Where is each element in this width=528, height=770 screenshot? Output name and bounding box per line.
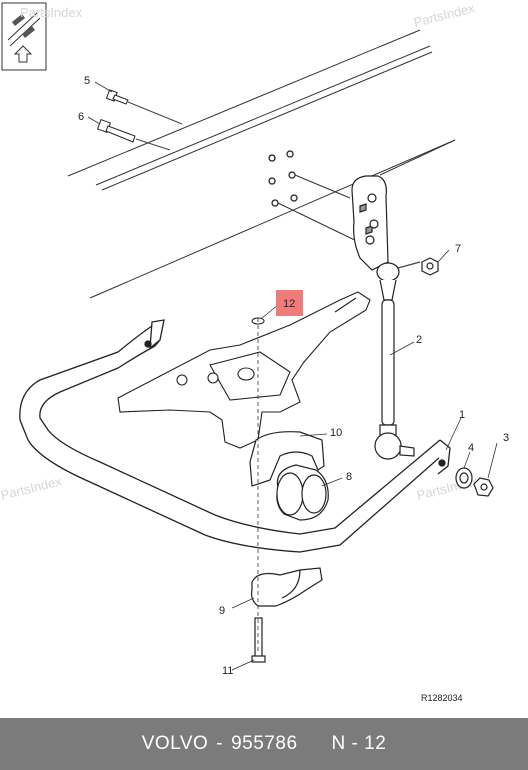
callout-1[interactable]: 1	[459, 409, 465, 421]
callout-11[interactable]: 11	[222, 665, 233, 677]
exploded-parts-diagram: PartsIndex PartsIndex PartsIndex PartsIn…	[0, 0, 509, 703]
callout-5[interactable]: 5	[84, 75, 90, 87]
callout-4[interactable]: 4	[468, 442, 474, 454]
leader-lines-holes	[277, 139, 456, 246]
rubber-bushing-8	[276, 464, 329, 521]
callout-3[interactable]: 3	[503, 432, 509, 444]
nut-3	[473, 477, 494, 497]
bushing-4	[455, 467, 473, 489]
clamp-upper-10	[249, 431, 325, 487]
callout-12[interactable]: 12	[283, 298, 295, 310]
brand-label: VOLVO	[141, 733, 209, 754]
diagram-reference: R1282034	[421, 693, 463, 703]
orientation-icon	[1, 2, 47, 71]
nut-7	[397, 257, 439, 276]
upper-bracket	[351, 175, 389, 271]
part-number: 955786	[231, 733, 298, 754]
subframe-outline	[67, 29, 456, 299]
watermark: PartsIndex	[0, 473, 64, 503]
callout-2[interactable]: 2	[416, 334, 422, 346]
bolt-6	[96, 118, 171, 151]
bolt-11	[251, 617, 266, 663]
stabilizer-link	[374, 262, 415, 460]
axle-carrier	[117, 291, 371, 449]
footer-bar: VOLVO - 955786 N - 12	[0, 718, 528, 770]
callout-6[interactable]: 6	[78, 111, 84, 123]
bolt-5	[105, 89, 183, 125]
clamp-lower-9	[251, 567, 323, 607]
leader-lines	[87, 81, 498, 671]
watermark: PartsIndex	[412, 0, 476, 30]
diagram-position: N - 12	[331, 733, 387, 754]
separator: -	[216, 733, 224, 754]
mounting-holes	[268, 150, 298, 207]
callout-7[interactable]: 7	[455, 243, 461, 255]
callout-8[interactable]: 8	[346, 471, 352, 483]
watermark: PartsIndex	[20, 5, 83, 20]
highlight-box	[276, 290, 303, 316]
callout-10[interactable]: 10	[330, 427, 342, 439]
callout-9[interactable]: 9	[219, 605, 225, 617]
